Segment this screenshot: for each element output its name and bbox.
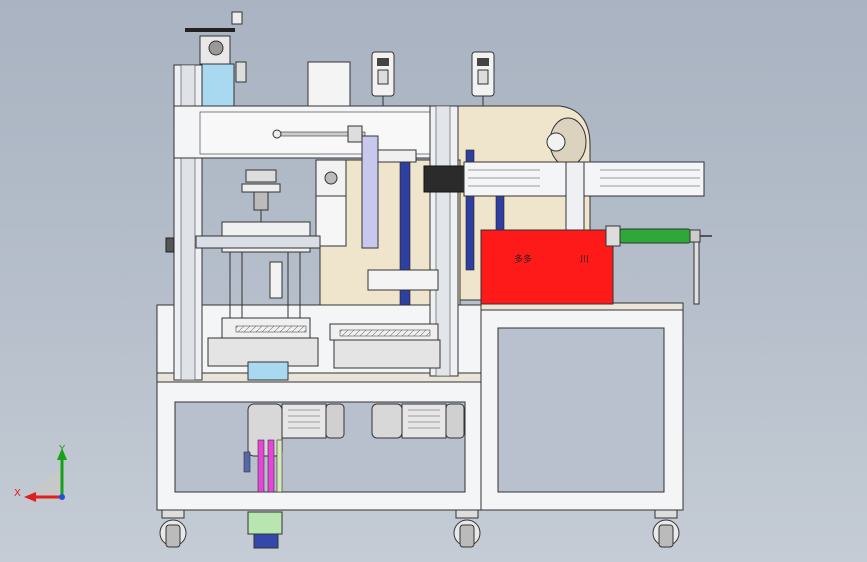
x-axis-label: X [14, 488, 21, 499]
red-box-label-right: 川 [580, 255, 589, 265]
left-carriage [195, 221, 321, 381]
lavender-slider [361, 135, 379, 249]
caster-right [652, 509, 680, 548]
gripper-head [241, 169, 281, 222]
sensor-left [371, 51, 395, 108]
motor-assembly [243, 403, 465, 549]
caster-mid [453, 509, 481, 548]
y-axis-label: Y [58, 444, 66, 455]
red-box-label-left: 多多 [514, 253, 532, 265]
blue-rail-mid [465, 149, 475, 271]
caster-left [159, 509, 187, 548]
coordinate-triad: Y X [14, 444, 67, 502]
pneumatic-cylinder [605, 225, 712, 305]
center-module [315, 159, 347, 247]
sensor-right [471, 51, 495, 108]
right-carriage [329, 323, 441, 369]
z-axis-dot [59, 494, 65, 500]
top-control-box [307, 61, 351, 107]
red-container: 多多 川 [480, 229, 614, 305]
